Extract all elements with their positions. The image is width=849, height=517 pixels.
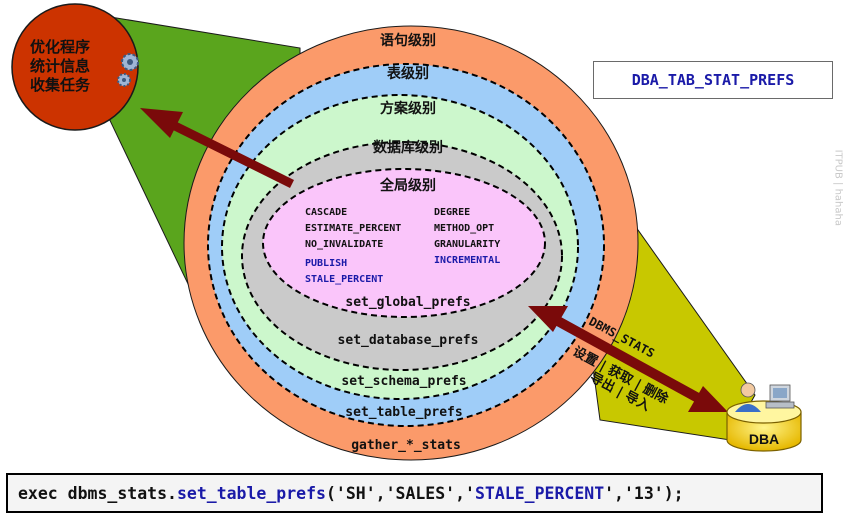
task-line-3: 收集任务 [30, 76, 91, 94]
pref-item: NO_INVALIDATE [305, 239, 383, 250]
command-args: ('SH','SALES',' [325, 483, 475, 503]
pref-item: METHOD_OPT [434, 223, 494, 234]
command-pref-name: STALE_PERCENT [474, 483, 605, 503]
global-procedure-label: set_global_prefs [345, 295, 470, 310]
task-circle [11, 3, 139, 131]
command-value: ','13'); [604, 483, 684, 503]
exec-command-box: exec dbms_stats.set_table_prefs('SH','SA… [6, 473, 823, 513]
pref-item: ESTIMATE_PERCENT [305, 223, 401, 234]
database-procedure-label: set_database_prefs [338, 333, 479, 348]
pref-item: CASCADE [305, 207, 347, 218]
prefs-column-1-new: PUBLISH STALE_PERCENT [305, 258, 383, 285]
arrow-to-task [140, 108, 294, 189]
gather-procedure-label: gather_*_stats [351, 438, 461, 453]
prefs-column-1: CASCADE ESTIMATE_PERCENT NO_INVALIDATE [305, 207, 401, 250]
command-procedure: set_table_prefs [176, 483, 326, 503]
task-line-2: 统计信息 [30, 57, 90, 75]
dba-user-icon [735, 382, 761, 412]
database-level-label: 数据库级别 [373, 139, 443, 156]
dba-label: DBA [749, 431, 779, 447]
task-line-1: 优化程序 [30, 38, 90, 56]
table-level-label: 表级别 [386, 65, 429, 82]
pref-item: PUBLISH [305, 258, 347, 269]
schema-procedure-label: set_schema_prefs [341, 374, 466, 389]
global-level-ellipse [262, 168, 546, 318]
dbms-stats-double-arrow [528, 306, 728, 412]
view-name: DBA_TAB_STAT_PREFS [631, 71, 795, 89]
pref-item: STALE_PERCENT [305, 274, 383, 285]
command-prefix: exec dbms_stats. [18, 483, 177, 503]
schema-level-label: 方案级别 [380, 100, 436, 117]
computer-icon [765, 384, 795, 409]
pref-item: INCREMENTAL [434, 255, 500, 266]
pref-item: GRANULARITY [434, 239, 500, 250]
prefs-column-2: DEGREE METHOD_OPT GRANULARITY [434, 207, 500, 250]
global-level-label: 全局级别 [379, 177, 436, 194]
dba-tab-stat-prefs-box: DBA_TAB_STAT_PREFS [593, 61, 833, 99]
statement-level-label: 语句级别 [380, 32, 436, 49]
pref-item: DEGREE [434, 207, 470, 218]
prefs-column-2-new: INCREMENTAL [434, 255, 500, 266]
gears-icon [117, 53, 139, 87]
watermark: ITPUB | hahaha [832, 149, 843, 226]
table-procedure-label: set_table_prefs [345, 405, 462, 420]
